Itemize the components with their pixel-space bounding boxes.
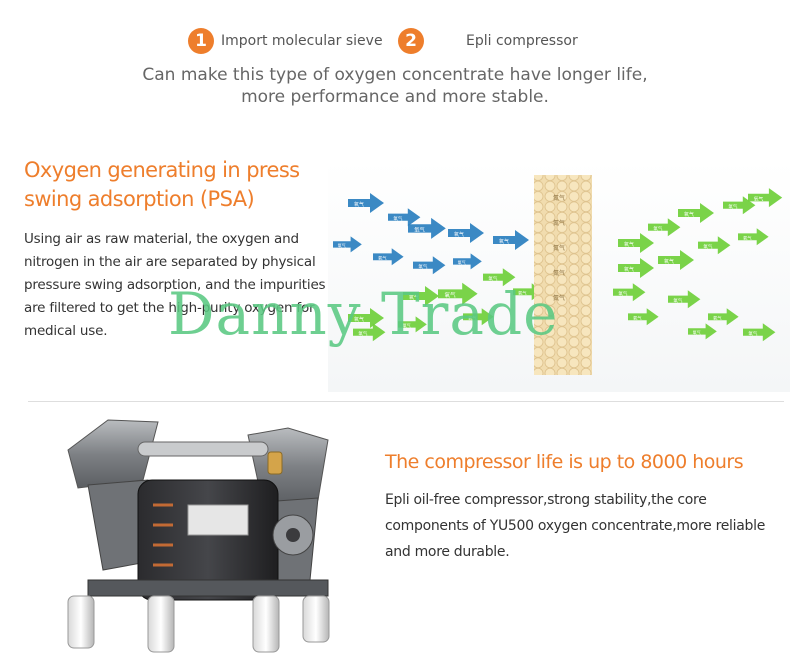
- arrow-label: 氧气: [743, 234, 752, 241]
- sieve-label: 氮气: [553, 219, 565, 227]
- arrow-label: 氧气: [354, 201, 364, 208]
- arrow-label: 氧气: [454, 231, 464, 238]
- arrow-label: 氧气: [445, 291, 457, 299]
- oxygen-flow-arrow: 氧气: [618, 258, 654, 278]
- psa-title-line-2: swing adsorption (PSA): [24, 187, 255, 211]
- arrow-label: 氧气: [518, 289, 527, 296]
- sieve-texture: [534, 175, 592, 375]
- psa-description: Using air as raw material, the oxygen an…: [24, 231, 326, 339]
- oxygen-flow-arrow: 氧气: [748, 188, 783, 208]
- oxygen-flow-arrow: 氧气: [438, 282, 478, 305]
- nitrogen-flow-arrow: 氧气: [373, 248, 404, 266]
- arrow-label: 氧气: [624, 266, 634, 273]
- oxygen-flow-arrow: 氧气: [658, 250, 694, 270]
- arrow-label: 氧气: [468, 314, 477, 321]
- psa-diagram: 氧气氧气氧气氧气氧气氧气氧气氧气氧气氧气氧气氧气氧气氧气氧气氧气氧气氧气氧气氧气…: [328, 160, 790, 392]
- nitrogen-flow-arrow: 氧气: [453, 253, 482, 270]
- arrow-label: 氧气: [354, 316, 364, 323]
- intro-text: Can make this type of oxygen concentrate…: [0, 64, 790, 108]
- arrow-label: 氧气: [414, 226, 425, 234]
- arrow-label: 氧气: [358, 330, 367, 337]
- oxygen-flow-arrow: 氧气: [648, 218, 681, 237]
- arrow-label: 氧气: [618, 290, 627, 297]
- oxygen-flow-arrow: 氧气: [668, 290, 701, 309]
- oxygen-flow-arrow: 氧气: [743, 323, 776, 342]
- section-divider: [28, 401, 784, 402]
- feature-number-badge-2: 2: [398, 28, 424, 54]
- intro-line-1: Can make this type of oxygen concentrate…: [142, 65, 648, 85]
- oxygen-flow-arrow: 氧气: [628, 308, 659, 326]
- oxygen-flow-arrow: 氧气: [613, 283, 646, 302]
- motor-windings: [153, 503, 173, 567]
- sieve-label: 氮气: [553, 269, 565, 277]
- intro-line-2: more performance and more stable.: [241, 87, 549, 107]
- pulley-hub: [286, 528, 300, 542]
- arrow-label: 氧气: [418, 263, 427, 270]
- arrow-label: 氧气: [624, 241, 634, 248]
- nitrogen-flow-arrow: 氧气: [333, 236, 362, 253]
- feature-label-compressor: Epli compressor: [466, 33, 578, 49]
- arrow-label: 氧气: [754, 195, 764, 202]
- oxygen-flow-arrow: 氧气: [678, 203, 714, 223]
- nitrogen-flow-arrow: 氧气: [408, 217, 446, 239]
- arrow-label: 氧气: [728, 203, 737, 210]
- arrow-label: 氧气: [403, 322, 411, 328]
- compressor-image: [67, 419, 330, 653]
- brass-fitting: [267, 451, 283, 475]
- sieve-label: 氮气: [553, 294, 565, 302]
- oxygen-flow-arrow: 氧气: [618, 233, 654, 253]
- nitrogen-flow-arrow: 氧气: [413, 256, 446, 275]
- base-plate: [87, 579, 329, 597]
- arrow-label: 氧气: [673, 297, 682, 304]
- oxygen-flow-arrow: 氧气: [483, 268, 516, 287]
- sieve-label: 氮气: [553, 244, 565, 252]
- compressor-title: The compressor life is up to 8000 hours: [385, 451, 744, 473]
- oxygen-flow-arrow: 氧气: [688, 323, 717, 340]
- arrow-label: 氧气: [664, 258, 674, 265]
- oxygen-flow-arrow: 氧气: [723, 196, 756, 215]
- arrow-label: 氧气: [684, 211, 694, 218]
- nitrogen-flow-arrow: 氧气: [448, 223, 484, 243]
- arrow-label: 氧气: [338, 242, 346, 248]
- arrow-label: 氧气: [713, 314, 722, 321]
- oxygen-flow-arrow: 氧气: [403, 286, 439, 306]
- oxygen-flow-arrow: 氧气: [398, 316, 427, 333]
- arrow-label: 氧气: [409, 294, 419, 301]
- psa-title-line-1: Oxygen generating in press: [24, 158, 300, 182]
- transfer-pipe: [137, 441, 269, 457]
- arrow-layer: 氧气氧气氧气氧气氧气氧气氧气氧气氧气氧气氧气氧气氧气氧气氧气氧气氧气氧气氧气氧气…: [333, 188, 783, 342]
- nitrogen-flow-arrow: 氧气: [348, 193, 384, 213]
- oxygen-flow-arrow: 氧气: [463, 308, 494, 326]
- arrow-label: 氧气: [378, 254, 387, 261]
- arrow-label: 氧气: [703, 243, 712, 250]
- arrow-label: 氧气: [748, 330, 757, 337]
- arrow-label: 氧气: [633, 314, 642, 321]
- motor-nameplate: [187, 504, 249, 536]
- oxygen-flow-arrow: 氧气: [738, 228, 769, 246]
- compressor-description: Epli oil-free compressor,strong stabilit…: [385, 492, 766, 560]
- oxygen-flow-arrow: 氧气: [708, 308, 739, 326]
- oxygen-flow-arrow: 氧气: [348, 308, 384, 328]
- arrow-label: 氧气: [458, 259, 466, 265]
- arrow-label: 氧气: [693, 329, 701, 335]
- feature-label-molecular-sieve: Import molecular sieve: [221, 33, 383, 49]
- spring-mounts: [67, 595, 330, 653]
- oxygen-flow-arrow: 氧气: [698, 236, 731, 255]
- oxygen-flow-arrow: 氧气: [353, 323, 386, 342]
- nitrogen-flow-arrow: 氧气: [493, 230, 529, 250]
- feature-number-badge-1: 1: [188, 28, 214, 54]
- arrow-label: 氧气: [499, 238, 509, 245]
- psa-title: Oxygen generating in press swing adsorpt…: [24, 156, 324, 214]
- nitrogen-flow-arrow: 氧气: [388, 208, 421, 227]
- sieve-label: 氮气: [553, 194, 565, 202]
- arrow-label: 氧气: [393, 215, 402, 222]
- arrow-label: 氧气: [488, 275, 497, 282]
- arrow-label: 氧气: [653, 225, 662, 232]
